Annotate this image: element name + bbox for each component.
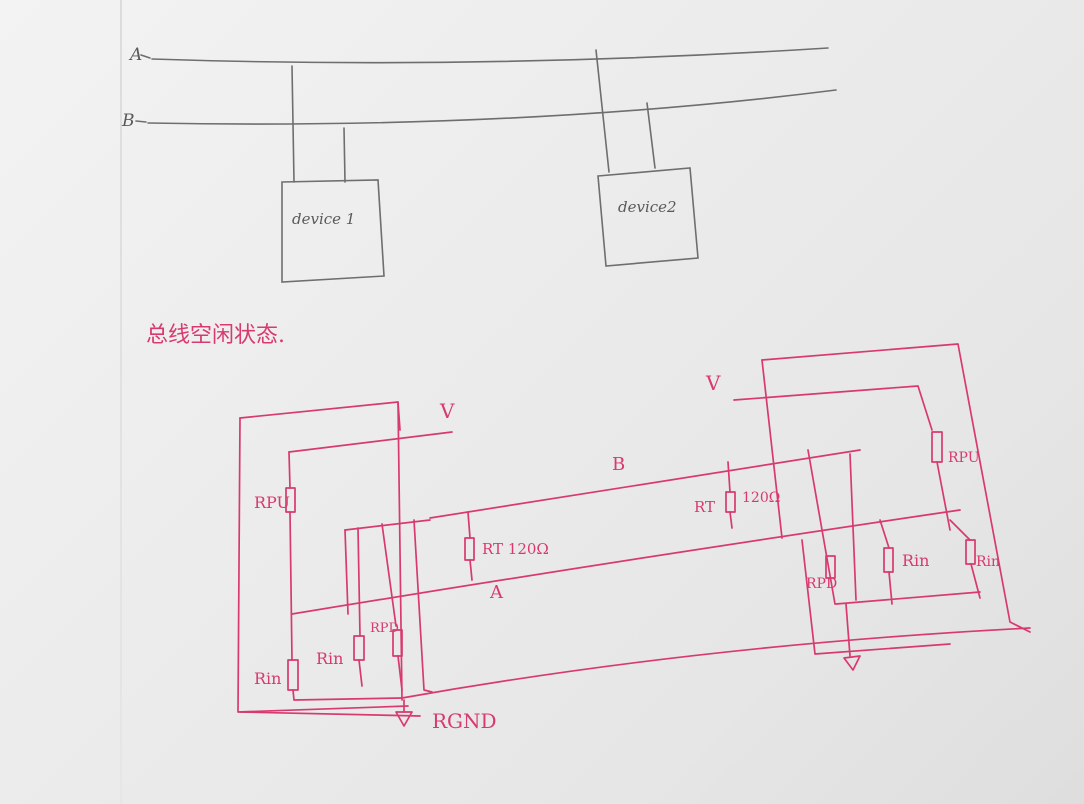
device1-label: device 1 <box>292 210 355 228</box>
device2-box <box>597 167 699 267</box>
right-rpu-resistor <box>931 431 943 463</box>
left-frame-bottom <box>239 711 421 717</box>
device1-box <box>281 179 385 283</box>
right-frame-outer <box>761 343 1031 633</box>
bus-topology-sketch: A B device 1 device2 <box>121 45 837 283</box>
right-rpd-label: RPD <box>806 576 837 592</box>
left-rin-outer-resistor <box>287 659 299 691</box>
bus-line-a <box>151 47 829 64</box>
left-rt-resistor <box>464 537 475 561</box>
bus-b-line <box>429 449 861 519</box>
left-inner-left <box>344 529 349 615</box>
ground-symbol <box>395 711 413 727</box>
line-a-tick <box>140 54 151 59</box>
right-v-rail <box>733 385 933 431</box>
right-rin-b-label: Rin <box>976 554 1000 570</box>
right-rt-value: 120Ω <box>742 490 780 506</box>
left-rpu-label: RPU <box>254 493 290 512</box>
right-rin-b-resistor <box>965 539 976 565</box>
left-rpd-lead-top <box>381 523 397 627</box>
line-a-label: A <box>128 45 142 65</box>
right-v-label: V <box>705 371 721 395</box>
right-rt-name: RT <box>694 498 715 516</box>
left-inner-top <box>344 519 431 531</box>
right-rt-lead-bottom <box>729 511 733 529</box>
left-rin-inner-resistor <box>353 635 365 661</box>
left-rpu-lead-top <box>288 451 291 489</box>
left-rt-lead-bottom <box>469 559 473 581</box>
right-frame-left-top <box>761 359 783 539</box>
left-v-rail <box>288 431 453 453</box>
right-rt-lead-top <box>727 461 731 493</box>
bus-a-label: A <box>489 582 504 603</box>
bus-idle-circuit: V RPU Rin Rin RPD RGND <box>237 343 1031 733</box>
right-rin-a-resistor <box>883 547 894 573</box>
bus-line-b <box>147 89 837 125</box>
left-rin-outer-lead <box>292 689 403 701</box>
line-b-tick <box>135 120 147 123</box>
return-line <box>401 627 1031 699</box>
caption-bus-idle-state: 总线空闲状态. <box>146 323 285 348</box>
left-rpd-lead-bottom <box>397 655 403 691</box>
left-frame-top <box>239 401 401 431</box>
left-frame-left <box>237 417 409 713</box>
left-rin-inner-lead-bottom <box>358 659 363 687</box>
bus-a-line <box>291 509 961 615</box>
right-rpd-resistor <box>825 555 836 579</box>
device1-drop-a <box>291 65 295 183</box>
device1-drop-b <box>343 127 346 183</box>
page-crease <box>120 0 122 804</box>
right-ground-stem <box>845 603 851 657</box>
right-rpu-lead <box>936 461 951 531</box>
device2-drop-b <box>646 102 656 169</box>
right-rin-a-lead-top <box>849 453 857 601</box>
left-rt-lead-top <box>467 511 471 539</box>
right-rin-a-label: Rin <box>902 551 929 570</box>
right-frame-bottom <box>801 539 951 655</box>
left-v-label: V <box>439 399 455 423</box>
ground-label: RGND <box>432 709 497 733</box>
left-rpd-label: RPD <box>370 621 399 636</box>
left-rin-outer-label: Rin <box>254 669 281 688</box>
right-rt-resistor <box>725 491 736 513</box>
device2-label: device2 <box>618 198 677 216</box>
bus-b-label: B <box>612 454 625 475</box>
left-rin-inner-lead-top <box>357 527 361 637</box>
left-rt-label: RT 120Ω <box>482 540 549 558</box>
right-rin-common <box>835 591 981 605</box>
line-b-label: B <box>121 111 135 131</box>
right-rin-a-leads <box>879 519 893 605</box>
left-ground-rail <box>413 519 433 693</box>
right-ground-symbol <box>843 655 861 671</box>
right-rpu-label: RPU <box>948 450 980 466</box>
device2-drop-a <box>595 49 610 173</box>
left-rpu-lead-bottom <box>289 511 293 661</box>
left-rin-inner-label: Rin <box>316 649 343 668</box>
